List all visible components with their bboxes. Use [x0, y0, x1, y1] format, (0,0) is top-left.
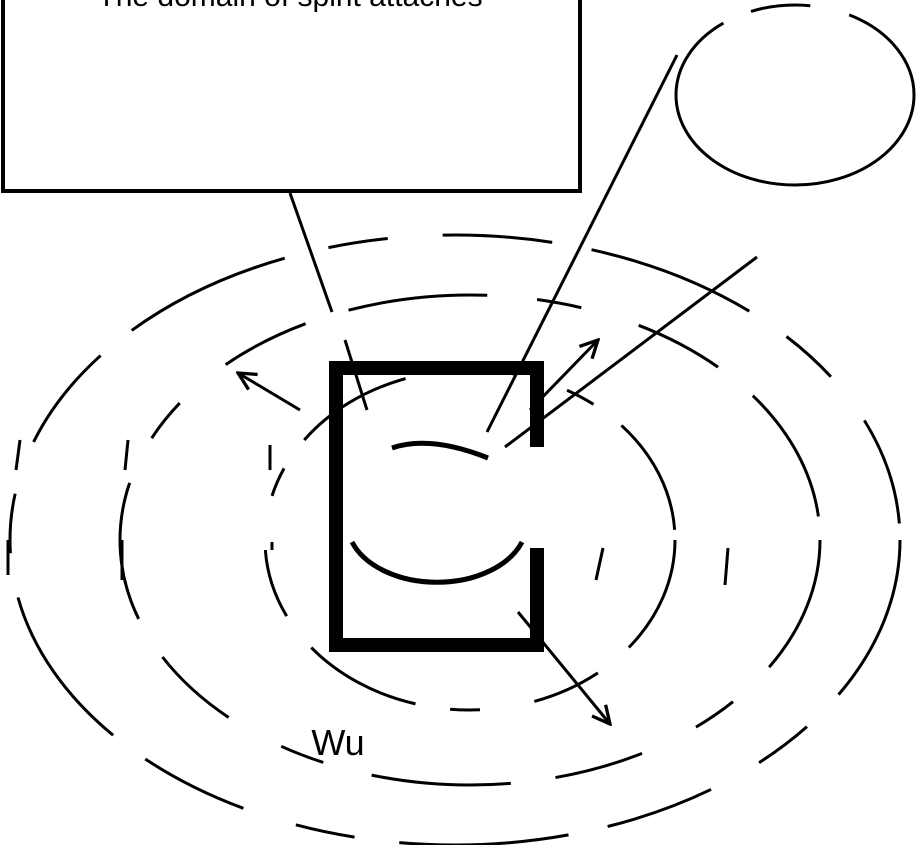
spirit-ellipse — [674, 3, 916, 187]
wu-label: Wu — [311, 722, 364, 763]
center-semicircle — [349, 540, 525, 585]
spirit-domain-box: The domain of spirit attaches — [1, 0, 582, 193]
inner-dashed-ring — [263, 368, 677, 712]
spirit-domain-text: The domain of spirit attaches — [97, 0, 482, 13]
middle-dashed-ring — [118, 293, 822, 787]
center-frame — [329, 361, 544, 652]
arrow-lower-right — [516, 611, 610, 724]
arrow-upper-right — [528, 340, 598, 412]
box-connector-line — [288, 192, 334, 313]
arrow-upper-left — [238, 373, 301, 412]
spirit-domain-frame — [1, 0, 582, 193]
center-top-arc — [391, 440, 489, 461]
ring-fragments — [6, 439, 730, 586]
outer-dashed-ring — [8, 233, 902, 845]
ellipse-connector-line-2 — [504, 255, 758, 449]
